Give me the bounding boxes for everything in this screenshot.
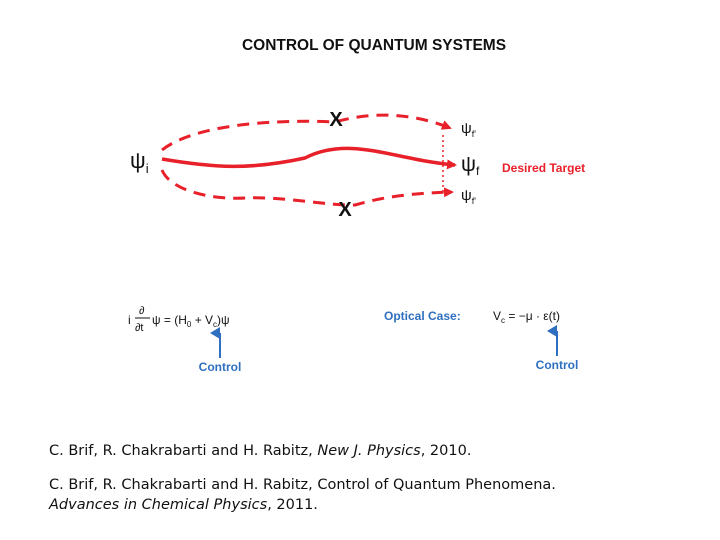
equation-fraction-denominator: ∂t xyxy=(135,322,144,334)
upper-trajectory-path xyxy=(161,113,452,152)
reference-1-year: , 2010. xyxy=(420,443,472,459)
optical-case-equation: Vc = −μ · ε(t) xyxy=(493,309,560,325)
upper-blocked-marker: X xyxy=(329,109,343,131)
reference-1: C. Brif, R. Chakrabarti and H. Rabitz, N… xyxy=(49,441,709,461)
schrodinger-equation: i ∂ ∂t ψ = (H0 + Vc)ψ xyxy=(128,305,230,334)
lower-state-label: ψf' xyxy=(461,187,476,206)
left-control-label: Control xyxy=(199,360,242,374)
optical-case-label: Optical Case: xyxy=(384,309,461,323)
reference-2-journal: Advances in Chemical Physics xyxy=(49,497,268,513)
reference-1-journal: New J. Physics xyxy=(317,443,421,459)
upper-state-label: ψf' xyxy=(461,120,476,139)
lower-blocked-marker: X xyxy=(338,199,352,221)
lower-trajectory-path xyxy=(160,169,454,207)
right-control-label: Control xyxy=(536,358,579,372)
equation-imaginary-unit: i xyxy=(128,313,131,327)
initial-state-label: ψi xyxy=(130,148,149,176)
reference-2: C. Brif, R. Chakrabarti and H. Rabitz, C… xyxy=(49,475,709,515)
desired-target-label: Desired Target xyxy=(502,161,585,175)
equation-fraction-numerator: ∂ xyxy=(139,305,145,317)
main-trajectory-path xyxy=(161,146,457,170)
target-state-label: ψf xyxy=(461,153,480,178)
reference-2-authors: C. Brif, R. Chakrabarti and H. Rabitz, C… xyxy=(49,477,556,493)
equation-rhs: ψ = (H0 + Vc)ψ xyxy=(152,313,230,329)
diagram-title: CONTROL OF QUANTUM SYSTEMS xyxy=(242,37,506,54)
reference-1-authors: C. Brif, R. Chakrabarti and H. Rabitz, xyxy=(49,443,318,459)
reference-2-year: , 2011. xyxy=(267,497,318,513)
references: C. Brif, R. Chakrabarti and H. Rabitz, N… xyxy=(49,441,709,515)
